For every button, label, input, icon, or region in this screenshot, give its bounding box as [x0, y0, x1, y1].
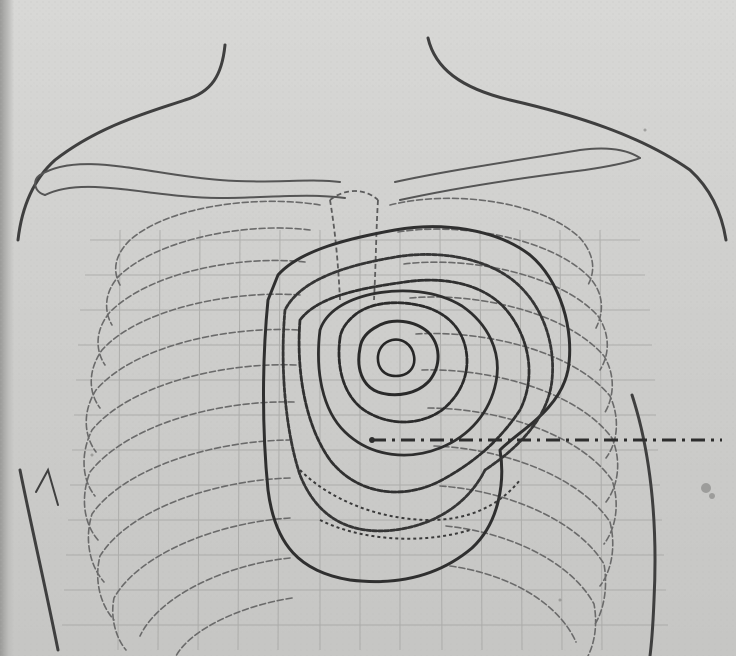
- chest-diagram: [0, 0, 736, 656]
- paper-texture: [0, 0, 736, 656]
- scanned-figure: [0, 0, 736, 656]
